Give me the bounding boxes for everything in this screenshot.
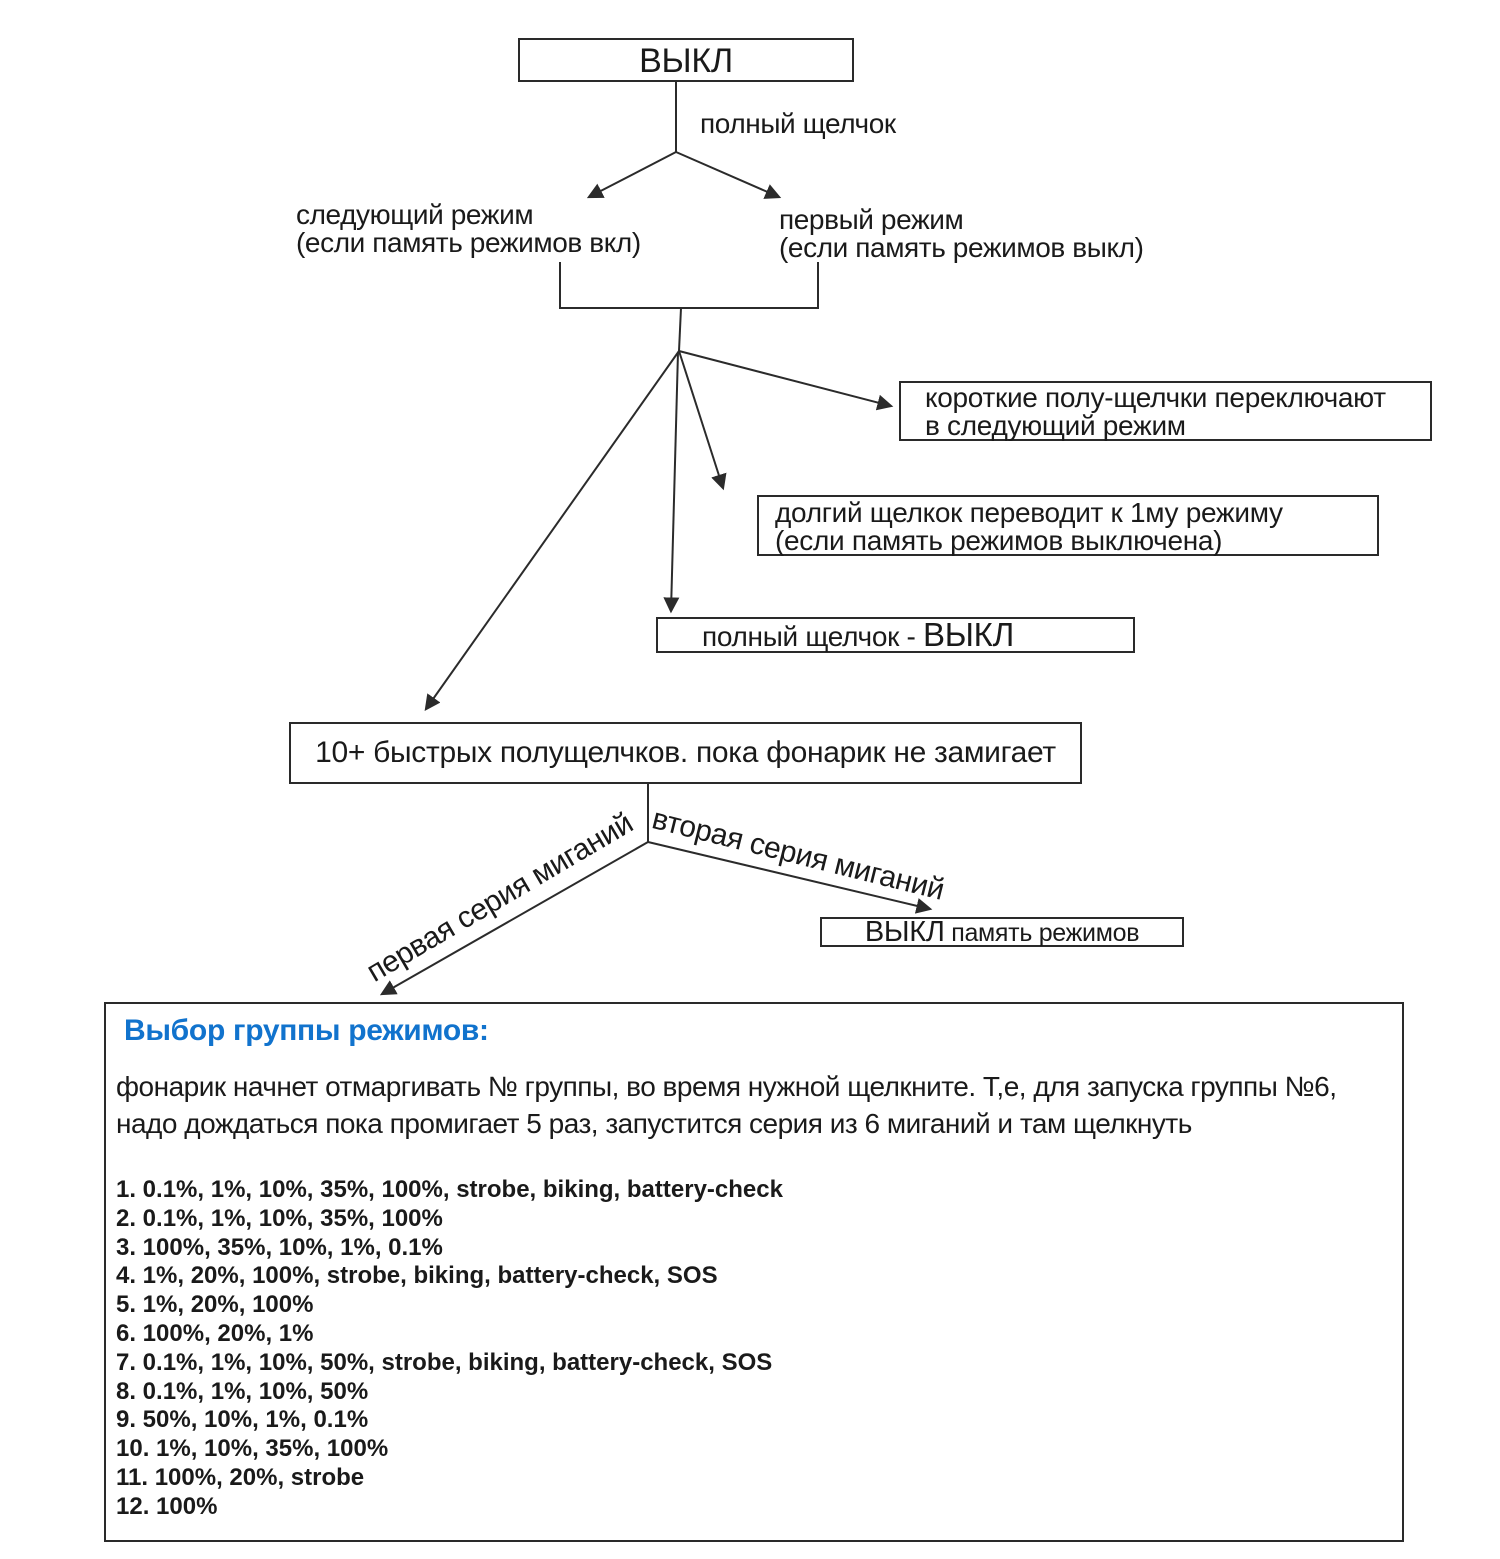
- node-rapid-half-clicks: 10+ быстрых полущелчков. пока фонарик не…: [289, 722, 1082, 784]
- node-memory-off-rest: память режимов: [944, 919, 1140, 947]
- connector-to-rapid-clicks: [424, 350, 680, 711]
- node-off: ВЫКЛ: [518, 38, 854, 82]
- group-selection-title: Выбор группы режимов:: [124, 1014, 489, 1047]
- connector-to-full-off: [663, 351, 680, 614]
- label-next-mode-line2: (если память режимов вкл): [296, 227, 641, 258]
- node-full-click-off: полный щелчок - ВЫКЛ: [656, 617, 1135, 653]
- group-selection-description: фонарик начнет отмаргивать № группы, во …: [116, 1068, 1337, 1142]
- node-memory-off-strong: ВЫКЛ: [864, 916, 945, 948]
- label-second-blink-series: вторая серия миганий: [648, 802, 948, 907]
- group-selection-box: Выбор группы режимов: фонарик начнет отм…: [104, 1002, 1404, 1542]
- group-selection-description-line2: надо дождаться пока промигает 5 раз, зап…: [116, 1108, 1192, 1139]
- node-short-half-clicks-line1: короткие полу-щелчки переключают: [925, 382, 1386, 413]
- connector-first-series: [379, 841, 649, 996]
- label-next-mode-line1: следующий режим: [296, 199, 534, 230]
- node-long-click: долгий щелкок переводит к 1му режиму (ес…: [757, 495, 1379, 556]
- node-memory-off: ВЫКЛ память режимов: [820, 917, 1184, 947]
- connector-to-long-click: [678, 350, 727, 491]
- connector-split-to-first-mode: [675, 151, 782, 199]
- mode-group-item: 8. 0.1%, 1%, 10%, 50%: [116, 1377, 369, 1405]
- label-full-click: полный щелчок: [700, 108, 896, 139]
- bracket-stem: [678, 307, 682, 352]
- node-long-click-line2: (если память режимов выключена): [775, 525, 1223, 556]
- mode-group-item: 7. 0.1%, 1%, 10%, 50%, strobe, biking, b…: [116, 1348, 773, 1376]
- node-long-click-line1: долгий щелкок переводит к 1му режиму: [775, 497, 1283, 528]
- node-full-click-off-text: полный щелчок -: [702, 621, 924, 652]
- mode-group-item: 12. 100%: [116, 1492, 218, 1520]
- label-first-mode-line1: первый режим: [779, 204, 964, 235]
- mode-group-item: 1. 0.1%, 1%, 10%, 35%, 100%, strobe, bik…: [116, 1176, 783, 1203]
- mode-group-item: 4. 1%, 20%, 100%, strobe, biking, batter…: [116, 1262, 718, 1290]
- mode-group-item: 3. 100%, 35%, 10%, 1%, 0.1%: [116, 1233, 443, 1261]
- mode-group-item: 9. 50%, 10%, 1%, 0.1%: [116, 1406, 369, 1434]
- label-first-mode-line2: (если память режимов выкл): [779, 232, 1144, 263]
- mode-group-item: 2. 0.1%, 1%, 10%, 35%, 100%: [116, 1204, 443, 1232]
- label-first-mode: первый режим (если память режимов выкл): [779, 206, 1144, 262]
- label-next-mode: следующий режим (если память режимов вкл…: [296, 201, 641, 257]
- connector-to-short-clicks: [678, 350, 894, 411]
- mode-group-item: 5. 1%, 20%, 100%: [116, 1291, 314, 1319]
- node-full-click-off-strong: ВЫКЛ: [923, 616, 1014, 653]
- mode-groups-list: 1. 0.1%, 1%, 10%, 35%, 100%, strobe, bik…: [116, 1176, 783, 1522]
- mode-group-item: 11. 100%, 20%, strobe: [116, 1463, 365, 1491]
- node-short-half-clicks-line2: в следующий режим: [925, 410, 1186, 441]
- node-short-half-clicks: короткие полу-щелчки переключают в следу…: [899, 381, 1432, 441]
- mode-group-item: 6. 100%, 20%, 1%: [116, 1319, 314, 1347]
- mode-group-item: 10. 1%, 10%, 35%, 100%: [116, 1435, 389, 1463]
- connector-split-to-next-mode: [586, 151, 677, 199]
- group-selection-description-line1: фонарик начнет отмаргивать № группы, во …: [116, 1071, 1337, 1102]
- label-first-blink-series: первая серия миганий: [360, 806, 639, 989]
